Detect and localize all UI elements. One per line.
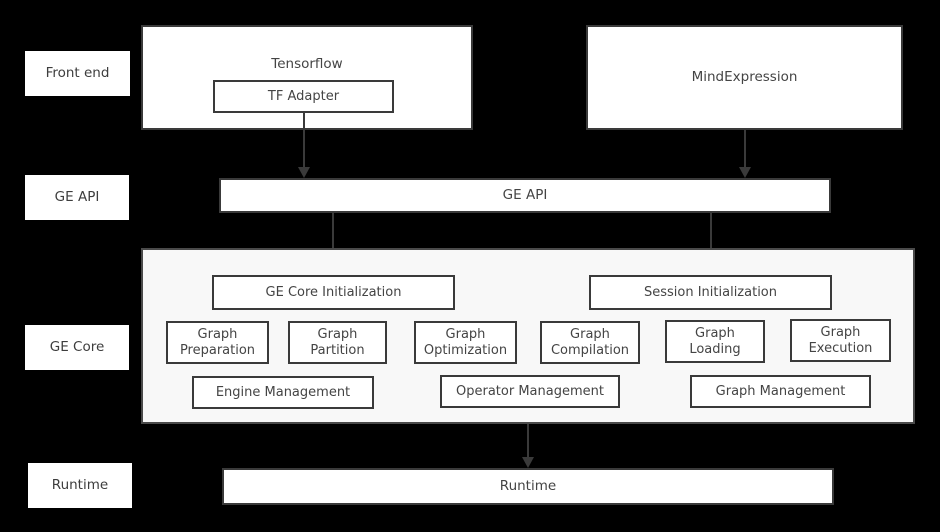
tier-label-ge-api-text: GE API [54, 188, 100, 205]
session-initialization-box[interactable]: Session Initialization [589, 275, 832, 310]
graph-management-label: Graph Management [715, 383, 846, 399]
engine-management-label: Engine Management [215, 384, 351, 400]
connector-stem [744, 130, 746, 167]
ge-api-bar-label: GE API [502, 186, 548, 203]
connector-mindexpression-to-ge-api [739, 130, 751, 178]
ge-api-bar[interactable]: GE API [219, 178, 831, 213]
graph-preparation-label: Graph Preparation [179, 327, 256, 358]
ge-core-initialization-box[interactable]: GE Core Initialization [212, 275, 455, 310]
operator-management-box[interactable]: Operator Management [440, 375, 620, 408]
mindexpression-container[interactable]: MindExpression [586, 25, 903, 130]
connector-stem [710, 213, 712, 264]
graph-compilation-label: Graph Compilation [550, 327, 630, 358]
graph-loading-box[interactable]: Graph Loading [665, 320, 765, 363]
tier-label-front-end-text: Front end [45, 64, 110, 81]
tier-label-ge-api: GE API [25, 175, 129, 220]
graph-management-box[interactable]: Graph Management [690, 375, 871, 408]
ge-core-initialization-label: GE Core Initialization [265, 284, 402, 300]
graph-partition-box[interactable]: Graph Partition [288, 321, 387, 364]
arrowhead-icon [522, 457, 534, 468]
arrowhead-icon [298, 167, 310, 178]
connector-stem [332, 213, 334, 264]
tier-label-ge-core: GE Core [25, 325, 129, 370]
tier-label-ge-core-text: GE Core [49, 338, 105, 355]
tensorflow-container[interactable]: Tensorflow [141, 25, 473, 130]
graph-optimization-box[interactable]: Graph Optimization [414, 321, 517, 364]
tf-adapter-label: TF Adapter [267, 88, 340, 104]
graph-partition-label: Graph Partition [310, 327, 365, 358]
arrowhead-icon [739, 167, 751, 178]
connector-stem [527, 424, 529, 457]
graph-preparation-box[interactable]: Graph Preparation [166, 321, 269, 364]
graph-execution-box[interactable]: Graph Execution [790, 319, 891, 362]
connector-stem [303, 113, 305, 167]
tier-label-runtime-text: Runtime [51, 476, 109, 493]
tier-label-runtime: Runtime [28, 463, 132, 508]
tier-label-front-end: Front end [25, 51, 130, 96]
connector-ge-core-to-runtime [522, 424, 534, 468]
graph-compilation-box[interactable]: Graph Compilation [540, 321, 640, 364]
tf-adapter-box[interactable]: TF Adapter [213, 80, 394, 113]
engine-management-box[interactable]: Engine Management [192, 376, 374, 409]
operator-management-label: Operator Management [456, 383, 604, 399]
runtime-bar-label: Runtime [499, 477, 557, 494]
session-initialization-label: Session Initialization [643, 284, 777, 300]
connector-tf-adapter-to-ge-api [298, 113, 310, 178]
mindexpression-label: MindExpression [691, 68, 798, 85]
runtime-bar[interactable]: Runtime [222, 468, 834, 505]
graph-execution-label: Graph Execution [808, 325, 873, 356]
graph-optimization-label: Graph Optimization [423, 327, 508, 358]
tensorflow-label: Tensorflow [271, 56, 343, 72]
graph-loading-label: Graph Loading [689, 326, 741, 357]
